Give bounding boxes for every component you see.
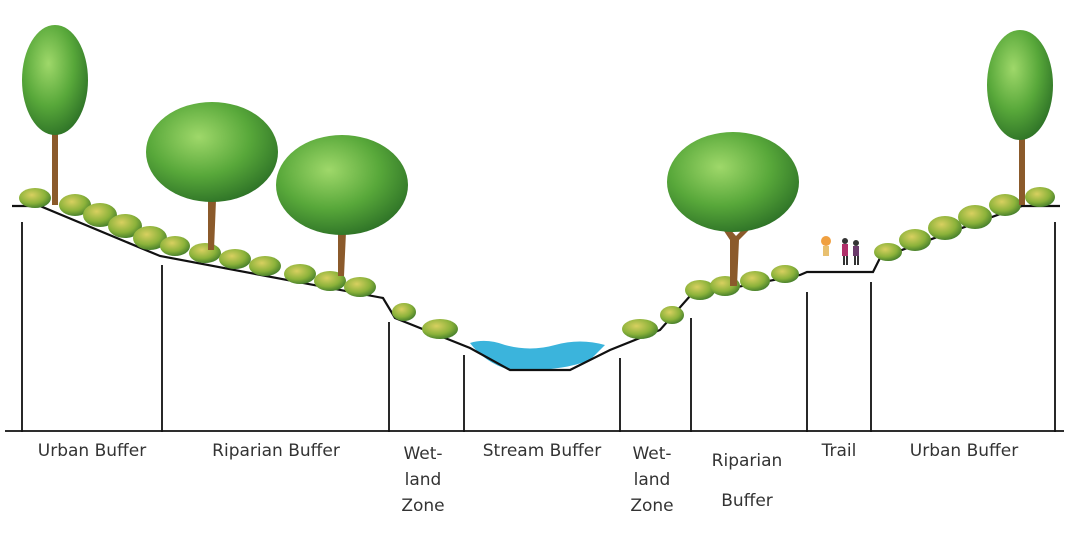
zone-label-urban-buffer-left: Urban Buffer: [38, 441, 146, 461]
stream-water: [470, 341, 605, 370]
zone-label-wetland-zone-right: Wet- land Zone: [630, 441, 673, 519]
zone-label-urban-buffer-right: Urban Buffer: [910, 441, 1018, 461]
zone-label-line: Riparian Buffer: [212, 441, 340, 461]
zone-label-line: land: [630, 467, 673, 493]
zone-label-line: Urban Buffer: [38, 441, 146, 461]
trail-walkers: [821, 236, 859, 265]
zone-label-line: Wet-: [630, 441, 673, 467]
ground-profile-line: [12, 206, 1060, 370]
zone-label-line: Trail: [822, 441, 857, 461]
zone-label-line: Wet-: [401, 441, 444, 467]
zone-label-wetland-zone-left: Wet- land Zone: [401, 441, 444, 519]
zone-label-line: Buffer: [712, 481, 783, 521]
riparian-tree-left-1: [146, 102, 278, 250]
zone-label-riparian-buffer-right: Riparian Buffer: [712, 441, 783, 521]
zone-label-line: Riparian: [712, 441, 783, 481]
zone-label-line: Stream Buffer: [483, 441, 602, 461]
tall-tree-right: [987, 30, 1053, 205]
zone-label-line: land: [401, 467, 444, 493]
tall-tree-left: [22, 25, 88, 205]
zone-label-line: Zone: [630, 493, 673, 519]
zone-label-trail: Trail: [822, 441, 857, 461]
zone-label-riparian-buffer-left: Riparian Buffer: [212, 441, 340, 461]
zone-label-stream-buffer: Stream Buffer: [483, 441, 602, 461]
zone-label-line: Urban Buffer: [910, 441, 1018, 461]
zone-label-line: Zone: [401, 493, 444, 519]
riparian-tree-left-2: [276, 135, 408, 276]
riparian-tree-right: [667, 132, 799, 286]
